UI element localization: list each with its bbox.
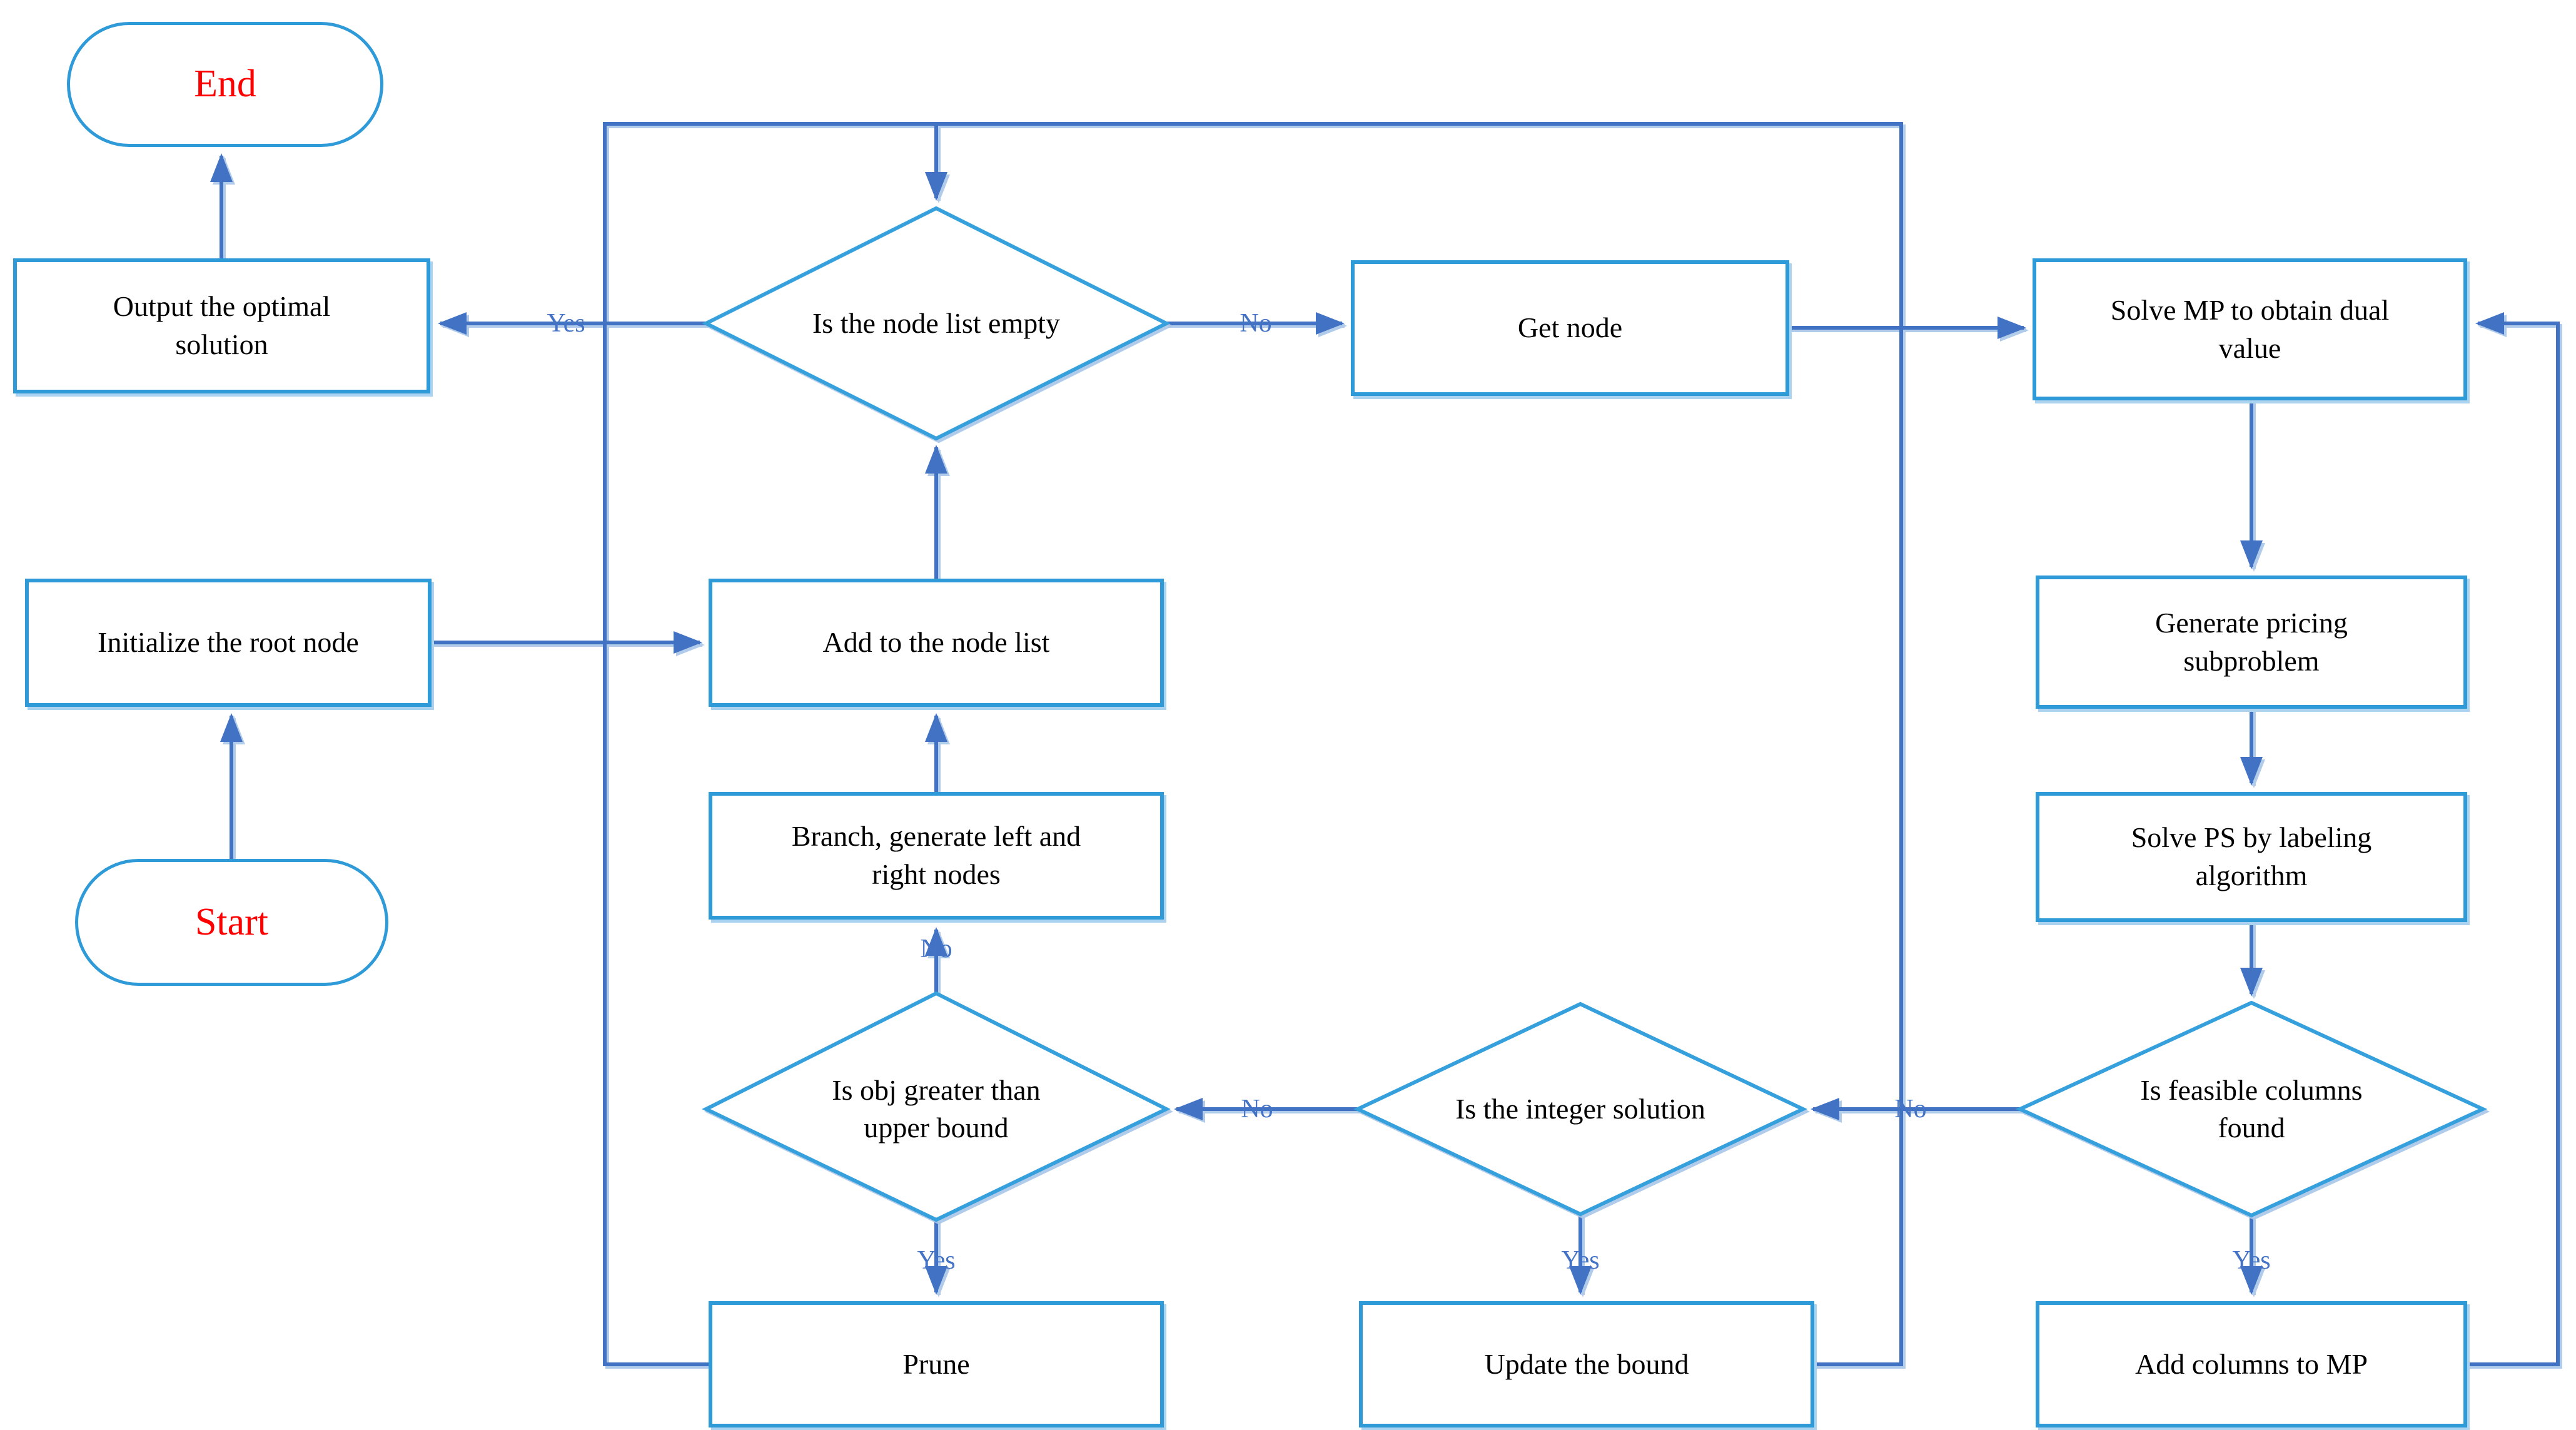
node-end-label: End <box>194 63 256 106</box>
node-generate-pricing-label: Generate pricing subproblem <box>2155 606 2348 677</box>
node-update-bound-label: Update the bound <box>1484 1347 1689 1380</box>
node-prune: Prune <box>709 1301 1164 1427</box>
node-prune-label: Prune <box>902 1347 970 1380</box>
node-solve-ps-label: Solve PS by labeling algorithm <box>2131 821 2372 891</box>
node-get-node: Get node <box>1351 260 1789 396</box>
edge-update-bound-to-loop-top <box>936 122 1903 1366</box>
decision-node-list-empty <box>702 206 1171 441</box>
decision-obj-greater <box>702 991 1171 1222</box>
node-solve-mp: Solve MP to obtain dual value <box>2033 258 2467 400</box>
node-output-solution-label: Output the optimal solution <box>113 290 331 360</box>
node-initialize-root: Initialize the root node <box>25 579 432 707</box>
node-add-to-node-list: Add to the node list <box>709 579 1164 707</box>
node-solve-ps: Solve PS by labeling algorithm <box>2036 792 2467 922</box>
decision-feasible-columns <box>2015 1000 2488 1218</box>
node-initialize-root-label: Initialize the root node <box>98 626 359 659</box>
node-start-label: Start <box>194 900 269 943</box>
node-branch-generate-label: Branch, generate left and right nodes <box>791 820 1081 890</box>
node-add-columns: Add columns to MP <box>2036 1301 2467 1427</box>
node-start: Start <box>75 859 388 986</box>
node-update-bound: Update the bound <box>1359 1301 1814 1427</box>
node-add-columns-label: Add columns to MP <box>2135 1347 2368 1380</box>
node-solve-mp-label: Solve MP to obtain dual value <box>2110 293 2390 364</box>
edge-add-columns-to-solve-mp <box>2467 312 2560 1366</box>
node-end: End <box>67 22 383 147</box>
node-generate-pricing: Generate pricing subproblem <box>2036 576 2467 709</box>
node-get-node-label: Get node <box>1517 312 1623 344</box>
node-add-to-node-list-label: Add to the node list <box>822 626 1050 659</box>
node-output-solution: Output the optimal solution <box>13 258 430 393</box>
edge-prune-to-loop-top <box>603 122 936 1366</box>
node-branch-generate: Branch, generate left and right nodes <box>709 792 1164 920</box>
decision-integer-solution <box>1353 1002 1808 1217</box>
